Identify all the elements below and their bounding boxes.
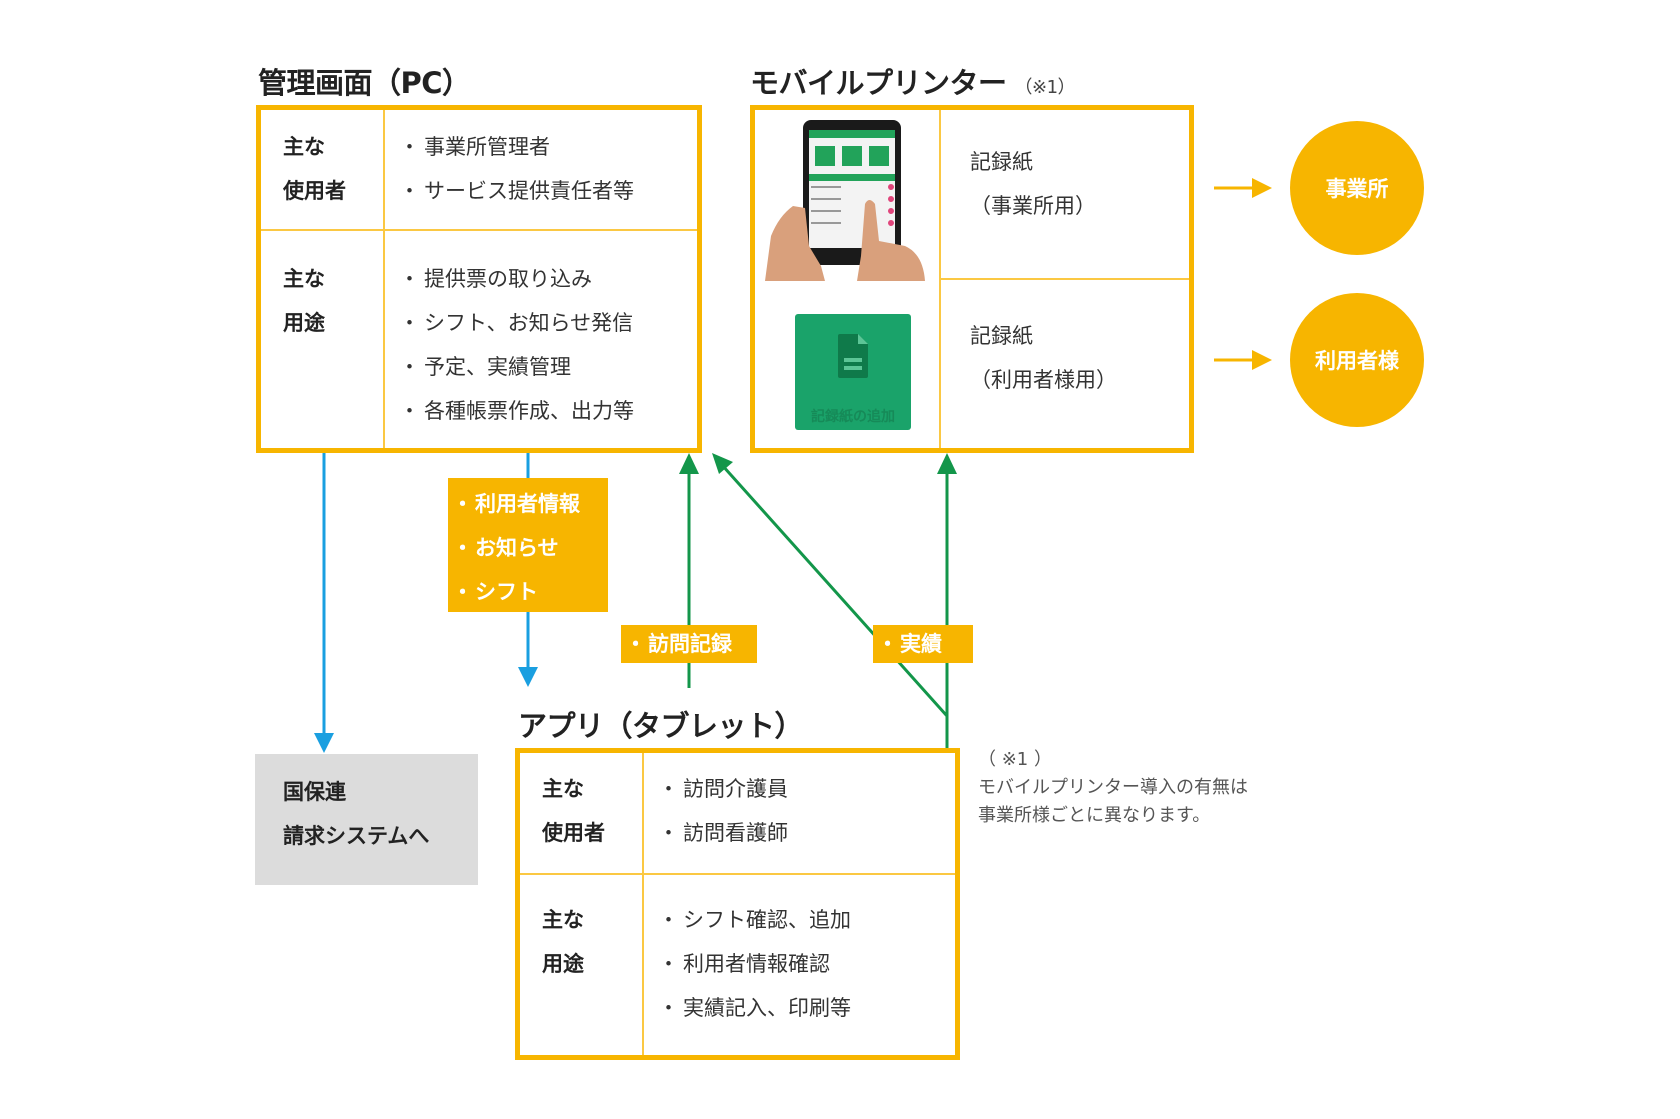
mobile-row-divider	[939, 278, 1189, 280]
paper-target: （事業所用）	[970, 194, 1096, 218]
flow-item: 実績	[877, 625, 973, 663]
footnote: （ ※1 ） モバイルプリンター導入の有無は 事業所様ごとに異なります。	[978, 746, 1248, 830]
flow-pc-to-billing-arrowhead	[314, 733, 334, 753]
header-line: 主な	[283, 267, 325, 291]
pc-box: 主な 使用者 事業所管理者 サービス提供責任者等 主な 用途 提供票の取り込み …	[256, 105, 702, 453]
header-line: 主な	[283, 135, 325, 159]
flow-label-pc-to-app: 利用者情報 お知らせ シフト	[448, 478, 608, 612]
flow-item: シフト	[452, 570, 608, 614]
pc-users-header: 主な 使用者	[283, 125, 346, 213]
destination-label: 事業所	[1325, 177, 1389, 201]
header-line: 主な	[542, 908, 584, 932]
mobile-printer-box: 記録紙の追加 記録紙 （事業所用） 記録紙 （利用者様用）	[750, 105, 1194, 453]
mobile-printer-title: モバイルプリンター （※1）	[750, 60, 1076, 102]
billing-line: 請求システムへ	[283, 824, 430, 848]
app-users-list: 訪問介護員 訪問看護師	[658, 767, 788, 855]
mobile-printer-title-text: モバイルプリンター	[750, 66, 1007, 100]
header-line: 使用者	[283, 179, 346, 203]
list-item: 訪問介護員	[658, 767, 788, 811]
flow-label-results: 実績	[873, 625, 973, 663]
flow-app-to-pc-arrowhead	[679, 453, 699, 474]
app-users-header: 主な 使用者	[542, 767, 605, 855]
flow-label-visit-records: 訪問記録	[621, 625, 757, 663]
arrow-to-user-head	[1252, 350, 1272, 370]
paper-name: 記録紙	[970, 150, 1033, 174]
pc-title-text: 管理画面（PC）	[258, 66, 471, 100]
user-paper-label: 記録紙 （利用者様用）	[970, 314, 1117, 402]
flow-results-to-pc-line	[720, 463, 949, 718]
pc-uses-header: 主な 用途	[283, 257, 325, 345]
header-line: 用途	[542, 952, 584, 976]
app-title-text: アプリ（タブレット）	[518, 709, 804, 743]
billing-system-box: 国保連 請求システムへ	[255, 754, 478, 885]
footnote-line: 事業所様ごとに異なります。	[978, 805, 1211, 826]
list-item: シフト、お知らせ発信	[399, 301, 634, 345]
flow-results-to-pc-arrowhead	[712, 453, 733, 474]
footnote-ref: （※1）	[1014, 77, 1076, 98]
pc-users-list: 事業所管理者 サービス提供責任者等	[399, 125, 634, 213]
pc-title: 管理画面（PC）	[258, 60, 471, 102]
header-line: 使用者	[542, 821, 605, 845]
app-uses-list: シフト確認、追加 利用者情報確認 実績記入、印刷等	[658, 898, 851, 1030]
footnote-mark: （ ※1 ）	[978, 749, 1052, 770]
list-item: 提供票の取り込み	[399, 257, 634, 301]
list-item: 予定、実績管理	[399, 345, 634, 389]
footnote-line: モバイルプリンター導入の有無は	[978, 777, 1248, 798]
app-title: アプリ（タブレット）	[518, 703, 804, 745]
list-item: 実績記入、印刷等	[658, 986, 851, 1030]
flow-pc-to-app-arrowhead	[518, 667, 538, 687]
app-box: 主な 使用者 訪問介護員 訪問看護師 主な 用途 シフト確認、追加 利用者情報確…	[515, 748, 960, 1060]
paper-target: （利用者様用）	[970, 368, 1117, 392]
destination-label: 利用者様	[1315, 349, 1399, 373]
list-item: サービス提供責任者等	[399, 169, 634, 213]
tablet-in-hands-image	[765, 116, 931, 281]
destination-office: 事業所	[1290, 121, 1424, 255]
flow-item: 利用者情報	[452, 482, 608, 526]
list-item: 訪問看護師	[658, 811, 788, 855]
office-paper-label: 記録紙 （事業所用）	[970, 140, 1096, 228]
list-item: 利用者情報確認	[658, 942, 851, 986]
document-icon	[838, 334, 868, 378]
pc-column-divider	[383, 110, 385, 448]
header-line: 用途	[283, 311, 325, 335]
flow-item: お知らせ	[452, 526, 608, 570]
pc-row-divider	[261, 229, 697, 231]
list-item: シフト確認、追加	[658, 898, 851, 942]
app-column-divider	[642, 753, 644, 1055]
app-uses-header: 主な 用途	[542, 898, 584, 986]
tile-label: 記録紙の追加	[811, 409, 895, 425]
arrow-to-office-head	[1252, 178, 1272, 198]
list-item: 各種帳票作成、出力等	[399, 389, 634, 433]
app-row-divider	[520, 873, 955, 875]
pc-uses-list: 提供票の取り込み シフト、お知らせ発信 予定、実績管理 各種帳票作成、出力等	[399, 257, 634, 433]
destination-user: 利用者様	[1290, 293, 1424, 427]
flow-item: 訪問記録	[625, 625, 757, 663]
flow-app-to-printer-arrowhead	[937, 453, 957, 474]
billing-line: 国保連	[283, 780, 346, 804]
paper-name: 記録紙	[970, 324, 1033, 348]
list-item: 事業所管理者	[399, 125, 634, 169]
add-record-paper-tile: 記録紙の追加	[795, 314, 911, 430]
header-line: 主な	[542, 777, 584, 801]
